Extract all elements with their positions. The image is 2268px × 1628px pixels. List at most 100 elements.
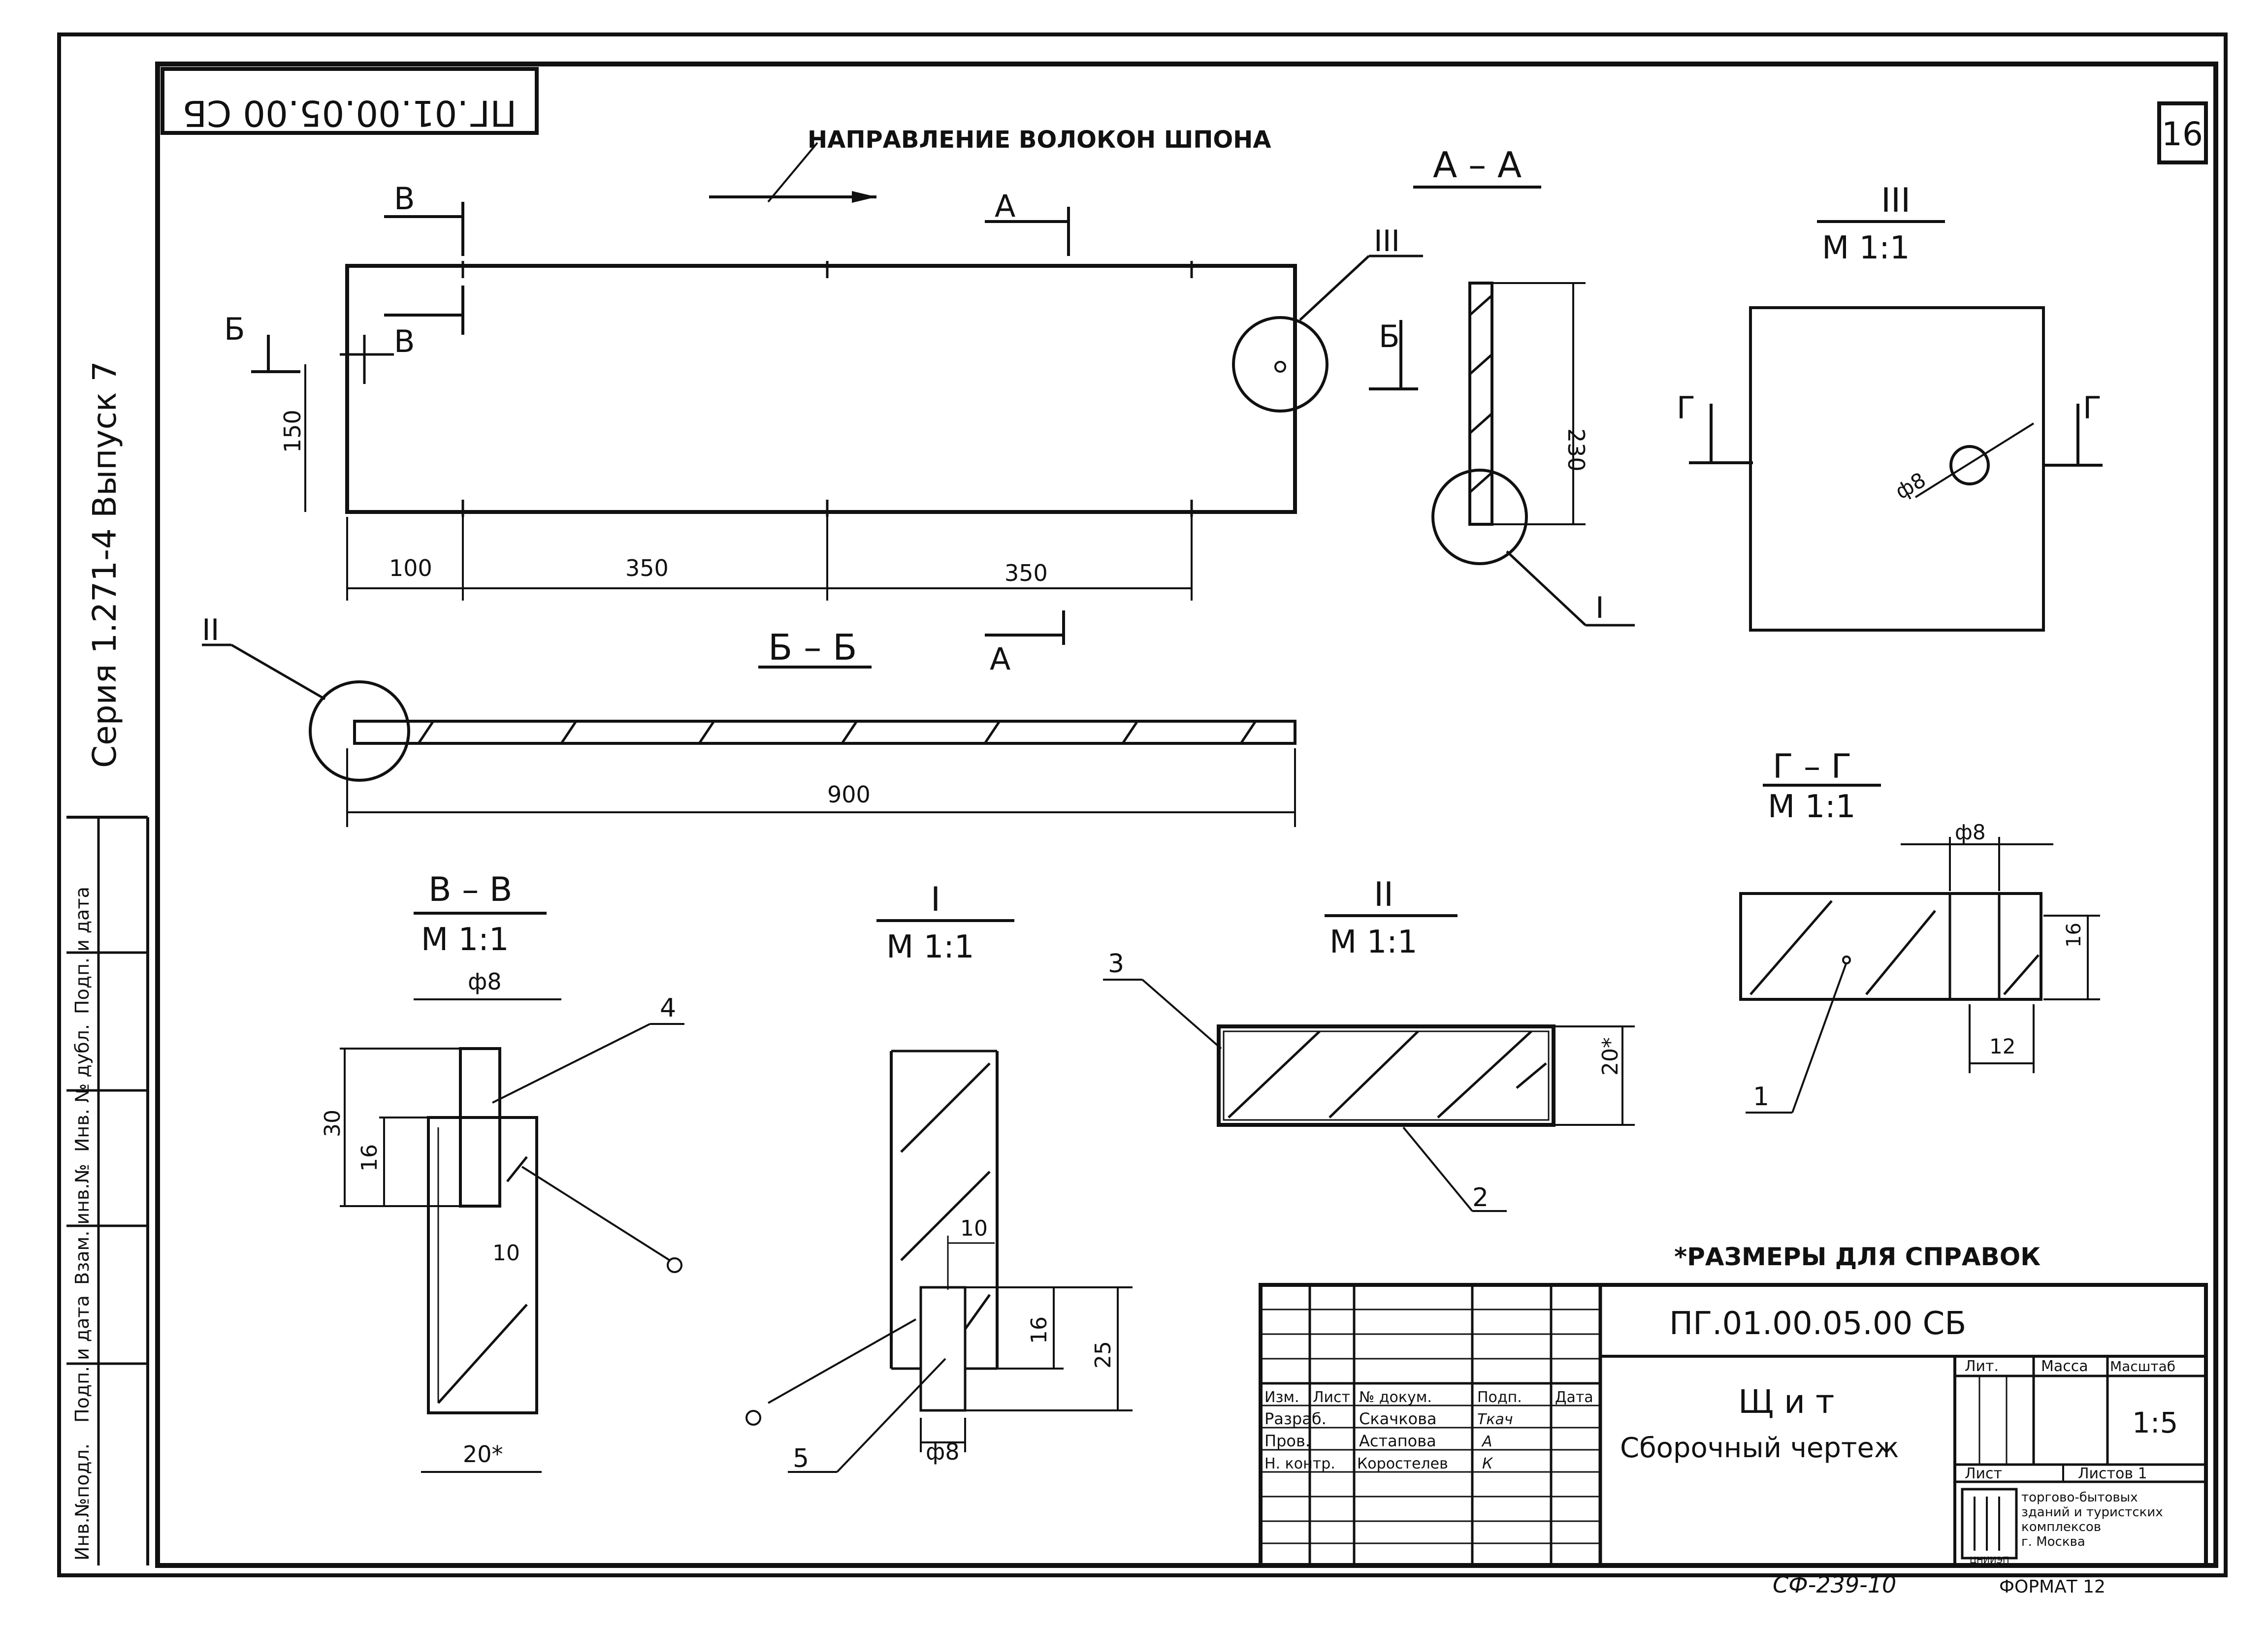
tb-mass-label: Масса [2041,1358,2088,1375]
section-vv-dim-30: 30 [320,1110,345,1137]
dim-900: 900 [827,781,871,808]
section-vv-scale: М 1:1 [421,922,509,958]
detail-ii-pos3: 3 [1108,949,1124,979]
detail-i-dim-10: 10 [960,1216,988,1241]
tb-role-checker: Пров. [1264,1432,1310,1450]
section-vv-dim-16: 16 [357,1144,382,1172]
side-cell-2: Подп. и дата [71,1295,93,1423]
tb-name-normcontrol: Коростелев [1357,1455,1448,1472]
tb-sheets-label: Листов 1 [2078,1465,2147,1482]
tb-designation: ПГ.01.00.05.00 СБ [1669,1306,1966,1342]
detail-i-scale: М 1:1 [886,929,974,965]
org-line-2: зданий и туристских [2021,1505,2163,1520]
reference-dims-note: *РАЗМЕРЫ ДЛЯ СПРАВОК [1674,1243,2041,1271]
detail-iii-marker: III [1374,224,1400,258]
cut-v-bottom: В [394,323,415,359]
tb-product-name: Щ и т [1738,1383,1835,1421]
detail-ii-view [1103,979,1635,1212]
side-cell-3: Взам. инв.№ [71,1164,93,1285]
tb-header-list: Лист [1313,1389,1350,1406]
detail-iii-view [1689,306,2103,632]
section-gg-title: Г – Г [1773,747,1851,786]
detail-ii-pos2: 2 [1472,1183,1489,1213]
tb-sign-checker: А [1481,1433,1492,1450]
top-designation: ПГ.01.00.05.00 СБ [183,93,517,134]
section-gg-dim-16: 16 [2063,923,2085,948]
section-vv-dia: ф8 [468,968,502,995]
cut-g-left: Г [1677,390,1695,426]
detail-i-dia: ф8 [926,1438,960,1465]
dim-150: 150 [279,410,306,453]
grain-direction-note: НАПРАВЛЕНИЕ ВОЛОКОН ШПОНА [808,126,1271,154]
dim-350-a: 350 [625,555,669,581]
bottom-code: СФ-239-10 [1773,1571,1896,1598]
detail-ii-marker: II [202,613,219,647]
dim-350-b: 350 [1004,560,1048,586]
section-vv-dim-20: 20* [463,1441,503,1468]
detail-ii-dim-20: 20* [1598,1037,1623,1076]
cut-g-right: Г [2083,390,2102,426]
dim-230: 230 [1563,428,1589,472]
side-approval-strip: Инв.№подл. Подп. и дата Взам. инв.№ Инв.… [66,816,149,1565]
detail-ii-scale: М 1:1 [1329,924,1418,960]
cut-b-left: Б [224,311,245,347]
sheet-number: 16 [2162,115,2203,153]
detail-i-dim-16: 16 [1027,1316,1052,1344]
grain-arrow [709,142,876,203]
tb-name-checker: Астапова [1359,1432,1436,1450]
tb-role-normcontrol: Н. контр. [1264,1455,1335,1472]
side-cell-4: Инв. № дубл. [71,1024,93,1152]
title-block [1259,1283,2208,1567]
tb-sign-developer: Ткач [1477,1411,1513,1428]
plan-view: В В Б Б А А III 150 100 350 350 [224,181,1423,677]
tb-scale-value: 1:5 [2132,1406,2178,1439]
org-line-1: торгово-бытовых [2021,1490,2138,1505]
side-cell-1: Инв.№подл. [71,1443,93,1561]
detail-iii-dia: ф8 [1891,468,1930,504]
tb-header-sign: Подп. [1477,1389,1522,1406]
section-vv-title: В – В [428,870,513,909]
detail-i-view [745,1050,1133,1473]
tb-scale-label: Масштаб [2110,1358,2175,1374]
section-gg-view [1739,837,2100,1114]
detail-i-title: I [931,880,940,919]
tb-sheet-label: Лист [1965,1465,2002,1482]
section-bb-view [202,643,1296,827]
section-gg-scale: М 1:1 [1768,789,1856,825]
section-gg-dia: ф8 [1955,820,1986,844]
tb-header-izm: Изм. [1264,1389,1299,1406]
sheet-frame [57,32,2228,1577]
cut-a-bottom: А [990,641,1010,677]
tb-header-doc: № докум. [1359,1389,1432,1406]
tb-sign-normcontrol: К [1482,1455,1493,1472]
tb-name-developer: Скачкова [1359,1409,1437,1428]
detail-i-pos5: 5 [793,1444,809,1473]
section-vv-dim-10: 10 [492,1241,520,1266]
org-line-3: комплексов [2021,1520,2101,1534]
cut-a-top: А [995,188,1015,224]
bottom-format: ФОРМАТ 12 [1999,1577,2106,1597]
section-gg-pos1: 1 [1753,1082,1769,1112]
org-line-4: г. Москва [2021,1534,2085,1549]
tb-product-subtitle: Сборочный чертеж [1620,1432,1899,1464]
detail-ii-title: II [1374,875,1393,914]
organization-logo [1961,1488,2018,1560]
tb-lit-label: Лит. [1965,1358,1999,1375]
section-aa-title: А – А [1433,144,1522,186]
cut-v-top: В [394,181,415,217]
tb-header-date: Дата [1555,1389,1593,1406]
section-bb-title: Б – Б [768,627,857,668]
section-vv-view [340,998,684,1473]
detail-i-marker: I [1595,591,1604,625]
cut-b-right: Б [1379,319,1400,354]
section-gg-dim-12: 12 [1989,1034,2015,1058]
detail-iii-title: III [1881,181,1911,220]
org-logo-text: ЦНИИЭП [1970,1555,2009,1565]
section-vv-pos4: 4 [660,993,676,1023]
series-label: Серия 1.271-4 Выпуск 7 [86,361,124,768]
detail-i-dim-25: 25 [1091,1341,1116,1369]
section-aa-view [1431,282,1635,627]
side-cell-5: Подп. и дата [71,887,93,1014]
tb-role-developer: Разраб. [1264,1409,1327,1428]
